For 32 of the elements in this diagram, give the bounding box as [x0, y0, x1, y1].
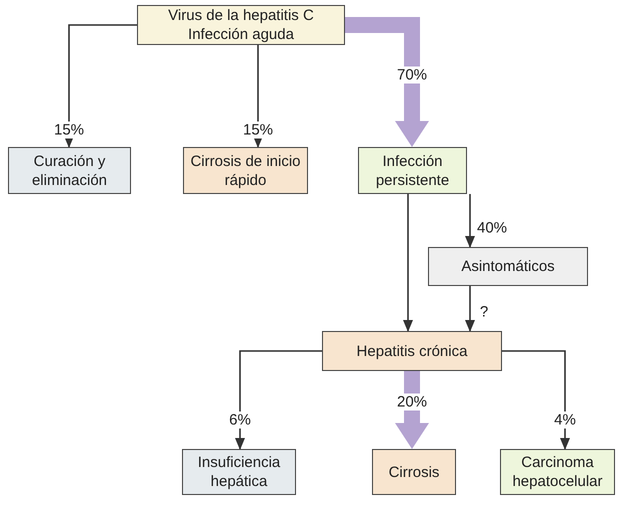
process-box [8, 147, 131, 194]
arrow [465, 194, 475, 248]
node-text: Curación y eliminación [30, 152, 108, 190]
edge-label: 6% [227, 412, 253, 428]
process-box [137, 5, 345, 45]
edge-label: ? [478, 304, 490, 320]
edge-label: 40% [476, 220, 508, 236]
node-text: Carcinoma hepatocelular [511, 453, 604, 491]
process-box [500, 449, 615, 495]
node-text: Infección persistente [374, 152, 450, 190]
edge-label: 4% [552, 412, 578, 428]
node-text: Virus de la hepatitis C Infección aguda [167, 6, 315, 44]
process-box [183, 147, 308, 194]
arrow [403, 194, 413, 332]
process-box [372, 449, 456, 495]
arrow [235, 350, 322, 450]
process-box [182, 449, 296, 495]
edge-label: 20% [394, 394, 430, 410]
arrow [465, 286, 475, 332]
node-text: Cirrosis de inicio rápido [190, 152, 301, 190]
process-box [358, 147, 467, 194]
node-text: Asintomáticos [461, 257, 555, 276]
arrow [502, 350, 570, 450]
node-text: Hepatitis crónica [356, 342, 468, 360]
node-text: Insuficiencia hepática [196, 453, 282, 491]
arrow [64, 24, 137, 148]
thick-arrow [345, 17, 429, 147]
process-box [428, 247, 588, 286]
edge-label: 70% [394, 66, 430, 84]
thick-arrow [395, 371, 429, 449]
process-box [322, 331, 502, 371]
node-text: Cirrosis [388, 462, 440, 482]
